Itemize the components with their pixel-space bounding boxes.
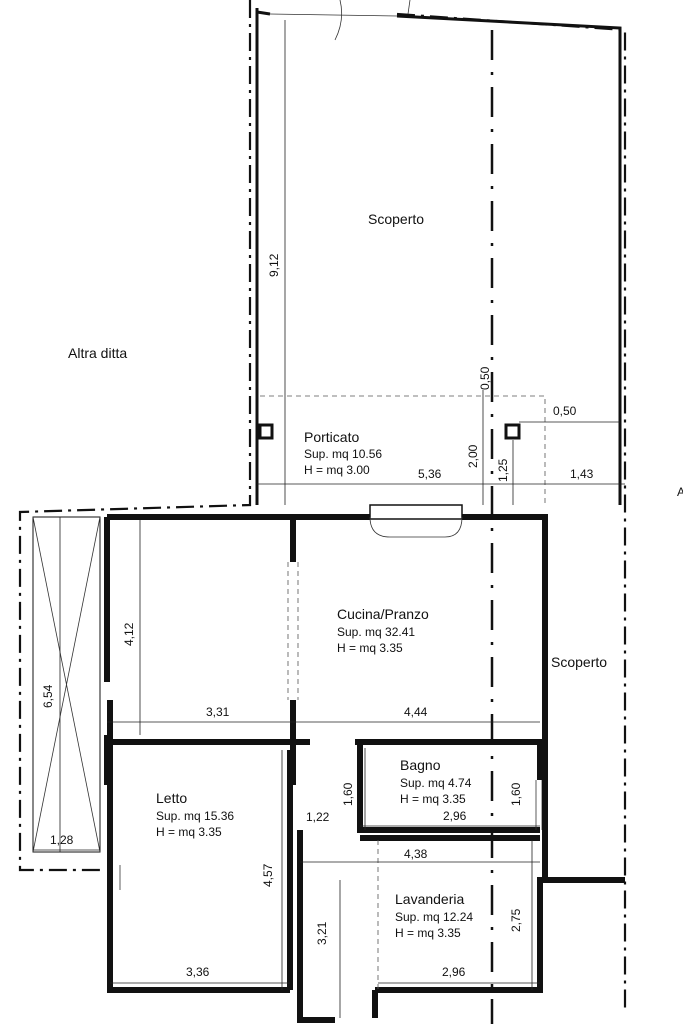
- dim-2-00: 2,00: [466, 444, 480, 468]
- edge-text: A: [677, 485, 683, 499]
- dim-1-43: 1,43: [570, 467, 594, 481]
- dim-6-54: 6,54: [41, 684, 55, 708]
- lavanderia-height: H = mq 3.35: [395, 926, 461, 940]
- house-walls: [32, 504, 625, 1023]
- dim-4-44: 4,44: [404, 705, 428, 719]
- porticato-area: Sup. mq 10.56: [304, 447, 382, 461]
- label-porticato: Porticato: [304, 429, 359, 445]
- dim-1-60-left: 1,60: [341, 782, 355, 806]
- lavanderia-area: Sup. mq 12.24: [395, 910, 473, 924]
- dim-1-28: 1,28: [50, 833, 74, 847]
- cucina-area: Sup. mq 32.41: [337, 625, 415, 639]
- dim-0-50-horizontal: 0,50: [553, 404, 577, 418]
- dim-3-36: 3,36: [186, 965, 210, 979]
- bagno-height: H = mq 3.35: [400, 792, 466, 806]
- dim-2-75: 2,75: [509, 908, 523, 932]
- dim-3-21: 3,21: [315, 921, 329, 945]
- dim-4-12: 4,12: [122, 622, 136, 646]
- porticato-height: H = mq 3.00: [304, 463, 370, 477]
- label-scoperto-top: Scoperto: [368, 211, 424, 227]
- dim-1-60-right: 1,60: [509, 782, 523, 806]
- dim-9-12: 9,12: [267, 253, 281, 277]
- dim-2-96-top: 2,96: [443, 809, 467, 823]
- scoperto-walls: [255, 0, 622, 505]
- dim-1-22: 1,22: [306, 810, 330, 824]
- label-bagno: Bagno: [400, 757, 441, 773]
- label-letto: Letto: [156, 790, 187, 806]
- letto-area: Sup. mq 15.36: [156, 809, 234, 823]
- cucina-height: H = mq 3.35: [337, 641, 403, 655]
- dimension-lines: [33, 20, 625, 1018]
- letto-height: H = mq 3.35: [156, 825, 222, 839]
- label-cucina: Cucina/Pranzo: [337, 606, 429, 622]
- bagno-area: Sup. mq 4.74: [400, 776, 472, 790]
- porticato-outline: [258, 395, 620, 505]
- dim-3-31: 3,31: [206, 705, 230, 719]
- dim-5-36: 5,36: [418, 467, 442, 481]
- dim-0-50-vertical: 0,50: [478, 366, 492, 390]
- dim-2-96-bottom: 2,96: [442, 965, 466, 979]
- label-altra-ditta: Altra ditta: [68, 345, 127, 361]
- dim-4-38: 4,38: [404, 847, 428, 861]
- dim-1-25: 1,25: [496, 458, 510, 482]
- label-scoperto-right: Scoperto: [551, 654, 607, 670]
- dim-4-57: 4,57: [261, 863, 275, 887]
- label-lavanderia: Lavanderia: [395, 891, 464, 907]
